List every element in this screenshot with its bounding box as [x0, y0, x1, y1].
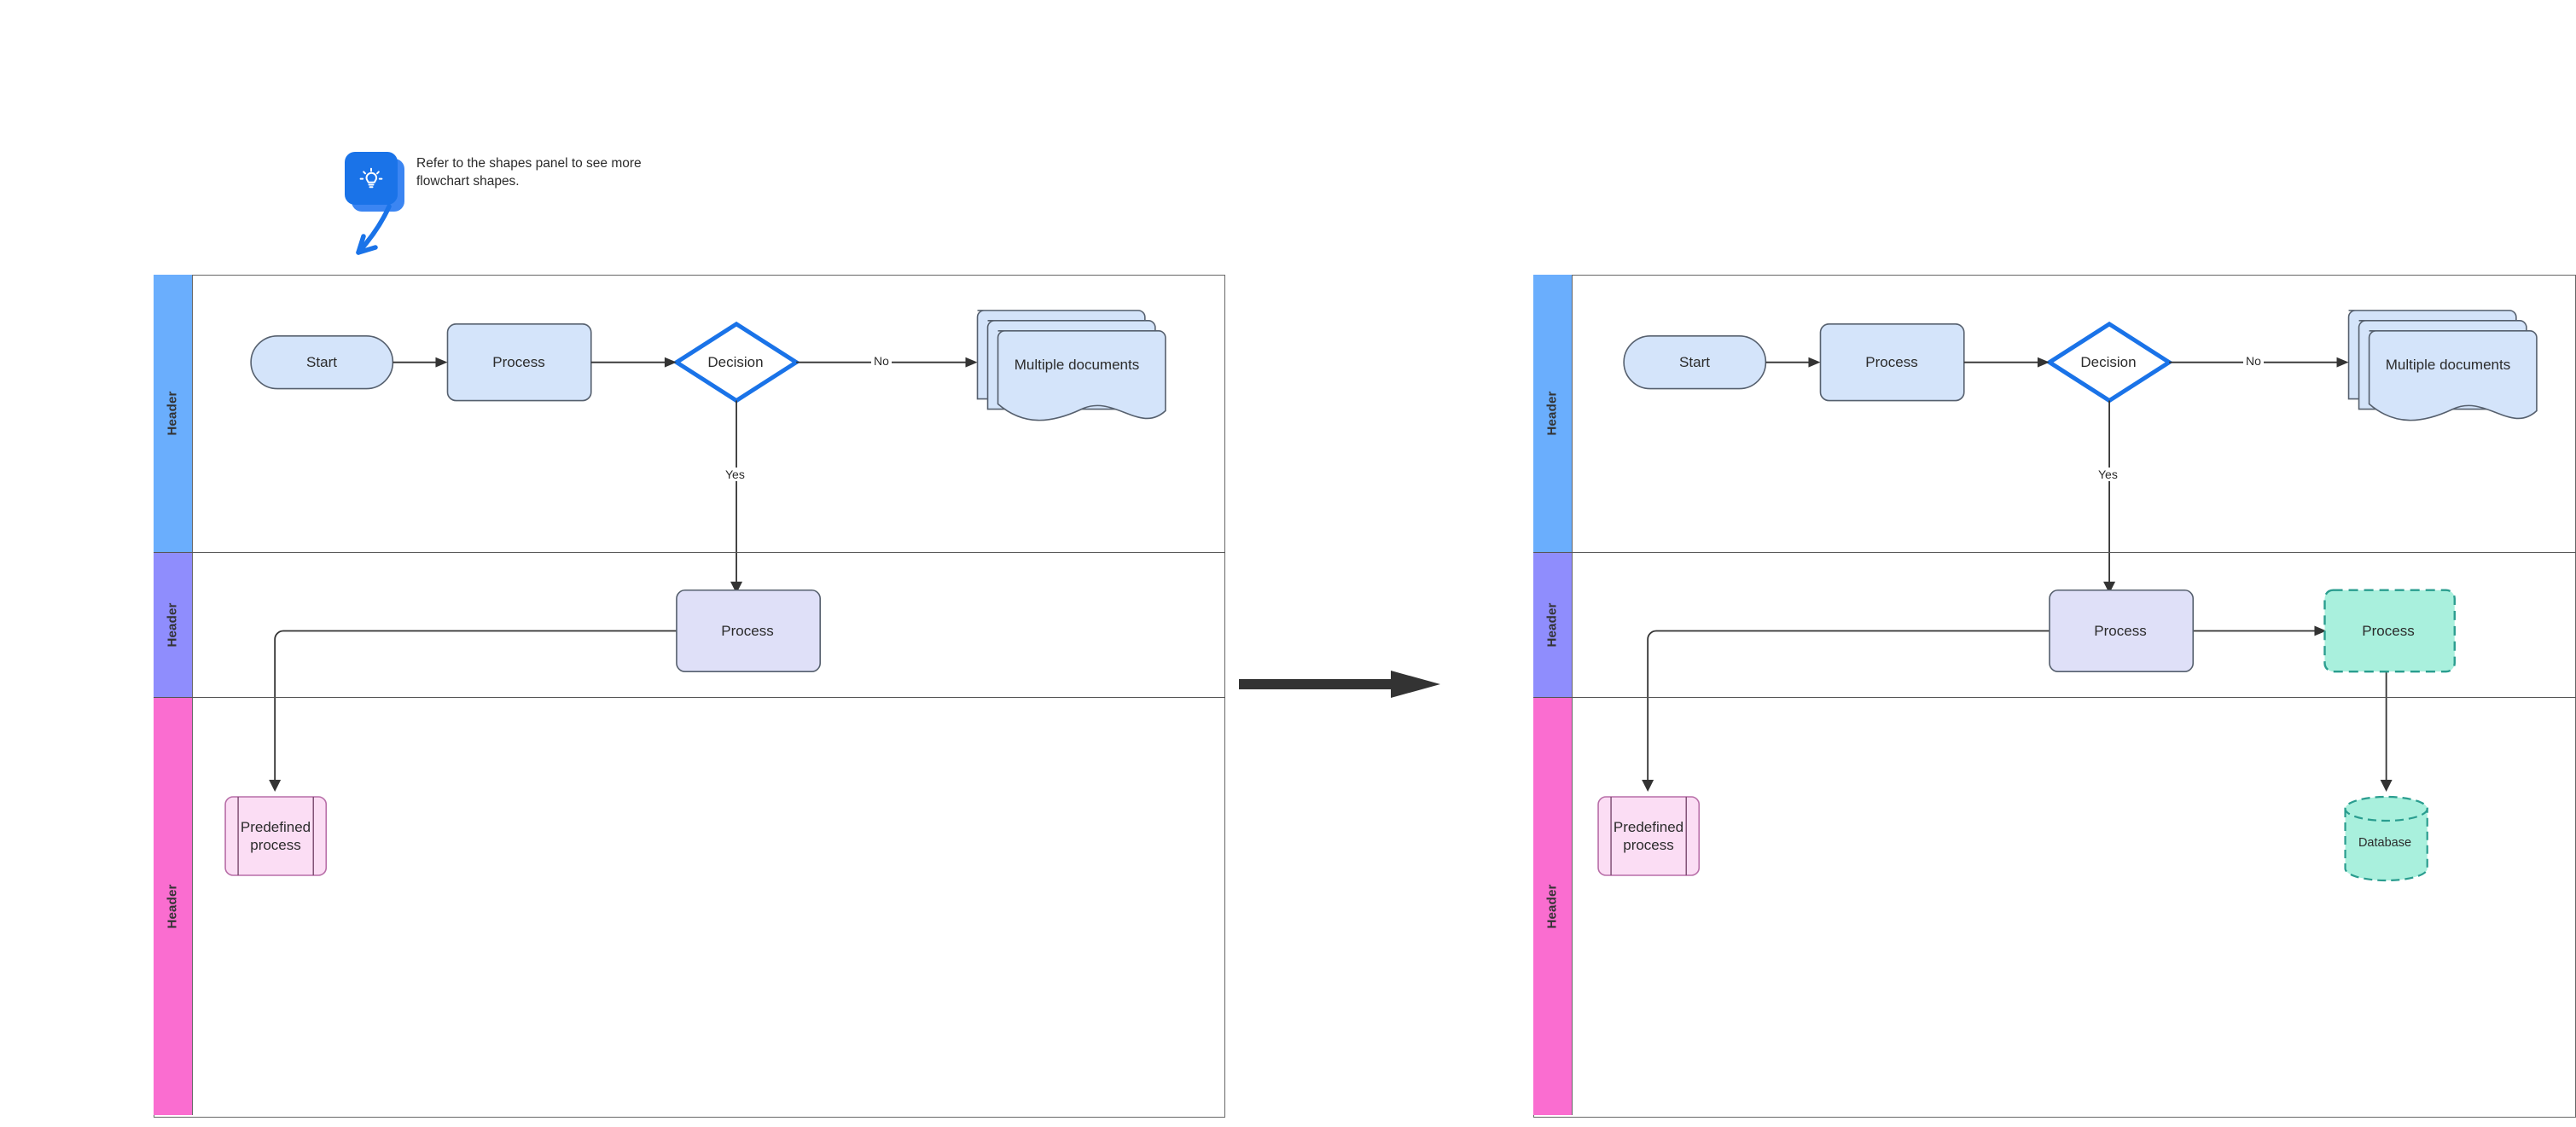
node-process1-shape	[446, 323, 592, 402]
swimlane-1-body: Start Process Decision Multiple document…	[1573, 275, 2576, 552]
swimlane-3-header[interactable]: Header	[1533, 698, 1573, 1115]
edges-lane-2	[1647, 553, 2387, 697]
node-process3-shape	[2323, 589, 2456, 673]
swimlane-2-label: Header	[166, 602, 180, 648]
swimlane-1-body: Start Process Decision Multiple document…	[193, 275, 1225, 552]
swimlane-2-body: Process Process	[1573, 553, 2576, 697]
swimlane-3-label: Header	[166, 884, 180, 929]
swimlane-2[interactable]: Header Process Process	[1533, 553, 2576, 698]
arrowhead	[1642, 780, 1654, 792]
node-start-shape	[250, 334, 394, 390]
tip-callout: Refer to the shapes panel to see more fl…	[340, 147, 886, 255]
swimlane-1-header[interactable]: Header	[154, 275, 193, 552]
swimlane-1[interactable]: Header	[1533, 275, 2576, 553]
edges-lane-2	[274, 553, 737, 697]
node-decision-shape	[672, 321, 800, 404]
node-multidocs-shape	[976, 310, 1166, 421]
right-arrow-icon	[1239, 671, 1440, 698]
edge-label-no: No	[2243, 354, 2264, 368]
swimlane-1-header[interactable]: Header	[1533, 275, 1573, 552]
arrowhead	[2336, 357, 2349, 368]
swimlane-2[interactable]: Header Process	[154, 553, 1225, 698]
node-decision-shape	[2045, 321, 2173, 404]
arrowhead	[2314, 625, 2327, 636]
swimlane-3[interactable]: Header Predefined process	[154, 698, 1225, 1115]
arrowhead	[2103, 581, 2116, 594]
node-predefined-shape	[224, 796, 328, 876]
swimlane-2-header[interactable]: Header	[1533, 553, 1573, 697]
arrowhead	[965, 357, 978, 368]
node-database-shape	[2344, 795, 2428, 882]
swimlane-3-header[interactable]: Header	[154, 698, 193, 1115]
swimlane-2-label: Header	[1545, 602, 1560, 648]
swimlane-3-body: Predefined process	[193, 698, 1225, 1115]
node-process1-shape	[1819, 323, 1965, 402]
arrowhead	[664, 357, 677, 368]
edge-label-yes: Yes	[723, 468, 747, 481]
swimlane-3[interactable]: Header Predefined pr	[1533, 698, 2576, 1115]
edge-label-yes: Yes	[2096, 468, 2120, 481]
diagram-before[interactable]: Header	[154, 275, 1225, 1118]
swimlane-2-header[interactable]: Header	[154, 553, 193, 697]
arrowhead	[1808, 357, 1821, 368]
lightbulb-icon[interactable]	[345, 152, 398, 205]
arrowhead	[269, 780, 282, 792]
node-predefined-shape	[1597, 796, 1701, 876]
swimlane-3-label: Header	[1545, 884, 1560, 929]
node-process2-shape	[2049, 589, 2195, 672]
arrowhead	[2037, 357, 2050, 368]
tip-curved-arrow-icon	[356, 204, 392, 255]
tip-text: Refer to the shapes panel to see more fl…	[416, 156, 642, 189]
edge-label-no: No	[871, 354, 892, 368]
swimlane-2-body: Process	[193, 553, 1225, 697]
swimlane-1-label: Header	[1545, 391, 1560, 436]
swimlane-3-body: Predefined process Database	[1573, 698, 2576, 1115]
arrowhead	[435, 357, 448, 368]
swimlane-1[interactable]: Header	[154, 275, 1225, 553]
node-process2-shape	[676, 589, 822, 672]
node-multidocs-shape	[2347, 310, 2538, 421]
diagram-after[interactable]: Header	[1533, 275, 2576, 1118]
arrowhead	[2380, 780, 2393, 792]
arrowhead	[730, 581, 743, 594]
node-start-shape	[1623, 334, 1767, 390]
swimlane-1-label: Header	[166, 391, 180, 436]
